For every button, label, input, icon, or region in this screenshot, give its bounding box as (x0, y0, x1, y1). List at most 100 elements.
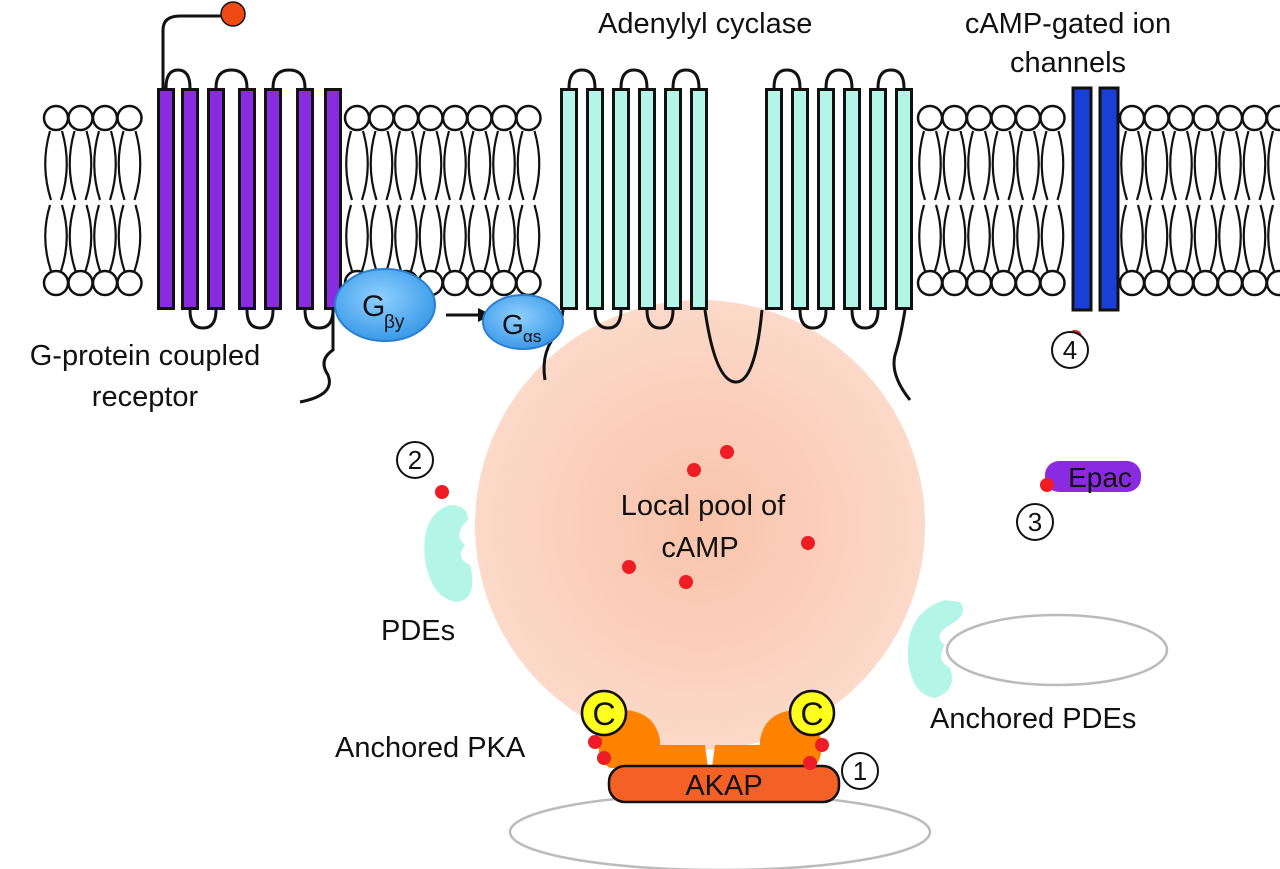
transmembrane-helix (612, 88, 630, 310)
transmembrane-helix (238, 88, 256, 310)
lipid (1192, 104, 1219, 297)
lipid (42, 104, 70, 297)
lipid (1216, 104, 1244, 297)
catalytic-label: C (592, 696, 615, 732)
anchored-pdes-label: Anchored PDEs (930, 703, 1136, 735)
transmembrane-helix (664, 88, 682, 310)
transmembrane-helix (765, 88, 783, 310)
transmembrane-helix (264, 88, 282, 310)
adenylyl-cyclase-label: Adenylyl cyclase (598, 8, 812, 40)
lipid (990, 104, 1017, 297)
lipid (965, 104, 993, 297)
lipid (1167, 104, 1195, 297)
marker-number: 1 (853, 756, 867, 786)
g-beta-gamma-subscript: βy (384, 312, 405, 333)
lipid (417, 104, 444, 297)
lipid (116, 104, 143, 297)
lipid (392, 104, 420, 297)
transmembrane-helix (817, 88, 835, 310)
camp-molecule (435, 485, 449, 499)
g-beta-gamma-label: G (362, 290, 385, 323)
ligand (220, 1, 246, 27)
lipid (490, 104, 518, 297)
local-pool-label-line2: cAMP (661, 532, 738, 564)
anchoring-structure (508, 792, 932, 869)
camp-molecule (803, 756, 817, 770)
lipid (91, 104, 119, 297)
lipid (368, 104, 395, 297)
g-protein-coupled-receptor (157, 1, 342, 404)
g-beta-gamma: G βy (334, 268, 436, 342)
camp-molecule (720, 445, 734, 459)
marker-number: 3 (1028, 507, 1042, 537)
adenylyl-cyclase (542, 68, 913, 401)
transmembrane-helix (869, 88, 887, 310)
camp-molecule (687, 463, 701, 477)
lipid (916, 104, 944, 297)
transmembrane-helix (560, 88, 578, 310)
akap: AKAP (607, 764, 841, 804)
pka-catalytic-subunit-left: C (580, 689, 628, 737)
transmembrane-helix (586, 88, 604, 310)
marker-2: 2 (396, 441, 434, 479)
transmembrane-helix (895, 88, 913, 310)
ion-channel-label-line2: channels (1010, 47, 1126, 79)
lipid (1118, 104, 1146, 297)
transmembrane-helix (843, 88, 861, 310)
epac: Epac (1045, 461, 1141, 493)
lipid (515, 104, 542, 297)
marker-3: 3 (1016, 503, 1054, 541)
camp-molecule (588, 735, 602, 749)
transmembrane-helix (181, 88, 199, 310)
anchored-pka: C C (580, 689, 836, 768)
anchoring-structure (945, 613, 1169, 687)
marker-number: 4 (1063, 335, 1077, 365)
lipid (343, 104, 371, 297)
g-alpha-s-subscript: αs (523, 327, 541, 346)
camp-molecules (435, 330, 1082, 770)
pka-catalytic-subunit-right: C (788, 689, 836, 737)
lipid (466, 104, 493, 297)
marker-number: 2 (408, 445, 422, 475)
transmembrane-helix (791, 88, 809, 310)
transmembrane-helix (296, 88, 314, 310)
transmembrane-helix (207, 88, 225, 310)
catalytic-label: C (800, 696, 823, 732)
lipid (67, 104, 94, 297)
marker-1: 1 (841, 752, 879, 790)
camp-gated-ion-channel (1071, 86, 1120, 312)
transmembrane-helix (638, 88, 656, 310)
gpcr-label-line2: receptor (92, 381, 199, 413)
camp-molecule (1040, 478, 1054, 492)
camp-molecule (622, 560, 636, 574)
epac-label: Epac (1068, 462, 1132, 493)
camp-molecule (801, 536, 815, 550)
g-alpha-s: G αs (482, 294, 564, 350)
akap-label: AKAP (685, 770, 762, 802)
g-alpha-s-label: G (502, 309, 524, 340)
lipid (1241, 104, 1268, 297)
transmembrane-helix (690, 88, 708, 310)
camp-molecule (815, 738, 829, 752)
ion-channel-label-line1: cAMP-gated ion (965, 8, 1171, 40)
lipid (1039, 104, 1066, 297)
local-pool-label-line1: Local pool of (621, 490, 786, 522)
lipid (441, 104, 469, 297)
anchored-pde-enzyme (907, 600, 964, 698)
pde-enzyme (424, 505, 473, 602)
anchored-pka-label: Anchored PKA (335, 732, 526, 764)
marker-4: 4 (1051, 331, 1089, 369)
camp-molecule (679, 575, 693, 589)
lipid (941, 104, 968, 297)
camp-molecule (597, 751, 611, 765)
lipid (1014, 104, 1042, 297)
lipid (1143, 104, 1170, 297)
lipid-bilayer (42, 104, 1280, 297)
local-camp-pool (475, 300, 925, 750)
transmembrane-helix (157, 88, 175, 310)
transmembrane-helix (324, 88, 342, 310)
pdes-label: PDEs (381, 615, 455, 647)
lipid (1265, 104, 1280, 297)
gpcr-label-line1: G-protein coupled (30, 340, 261, 372)
